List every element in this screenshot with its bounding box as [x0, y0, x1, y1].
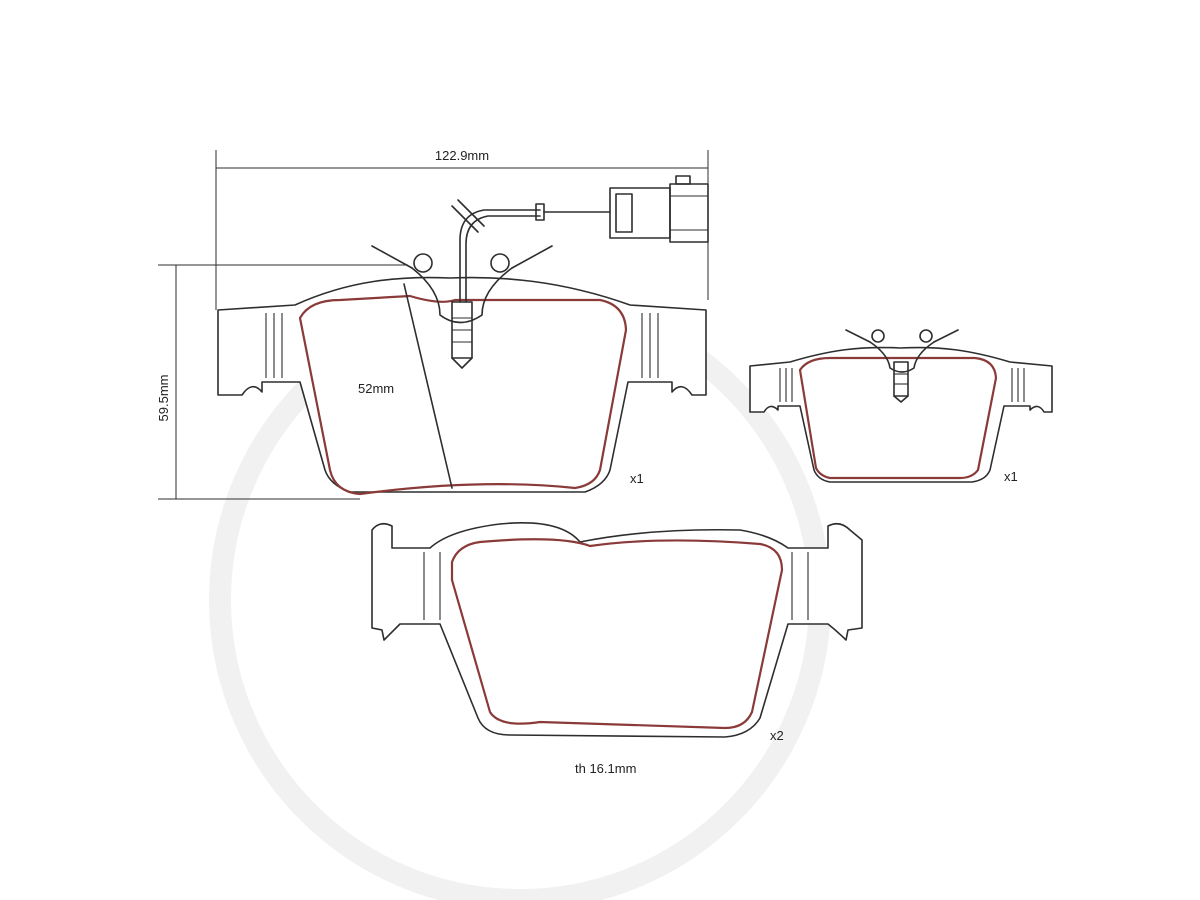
- backing-plate: [217, 276, 707, 493]
- pad-small: x1: [749, 329, 1053, 484]
- backing-plate-small: [749, 346, 1053, 483]
- quantity-pad-small: x1: [1004, 469, 1018, 484]
- wear-depth-label: 52mm: [358, 381, 394, 396]
- backing-plate-inner: [371, 522, 863, 738]
- thickness-label: th 16.1mm: [575, 761, 636, 776]
- friction-material-inner: [450, 538, 784, 730]
- quantity-pad-with-sensor: x1: [630, 471, 644, 486]
- friction-material-small: [798, 356, 998, 480]
- pad-inner: x2 th 16.1mm: [371, 522, 863, 776]
- pad-with-sensor: 52mm x1: [217, 175, 709, 496]
- quantity-pad-inner: x2: [770, 728, 784, 743]
- friction-material: [298, 294, 628, 496]
- width-dimension: 122.9mm: [215, 148, 709, 310]
- height-dimension: 59.5mm: [156, 264, 408, 500]
- width-label: 122.9mm: [435, 148, 489, 163]
- sensor-connector: [609, 175, 709, 243]
- height-label: 59.5mm: [156, 375, 171, 422]
